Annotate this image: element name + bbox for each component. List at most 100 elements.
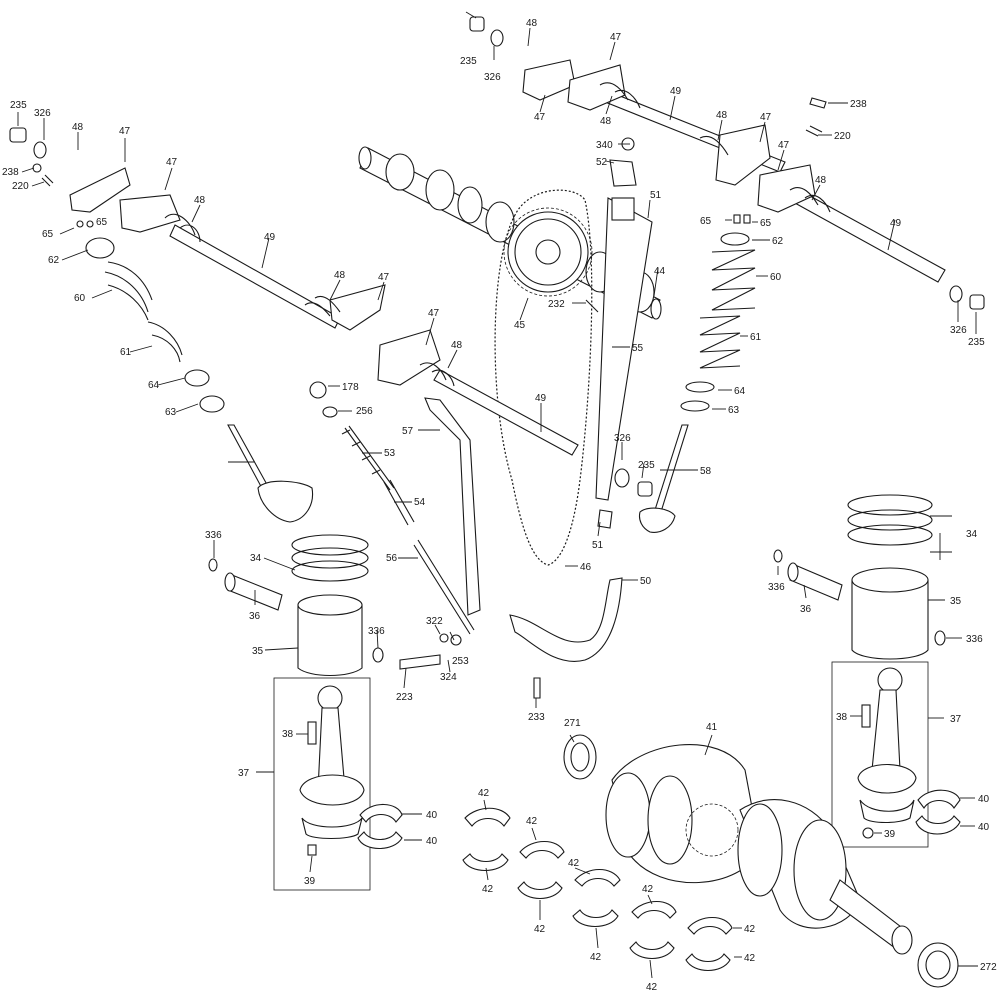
label-340: 340 xyxy=(596,140,613,151)
label-49: 49 xyxy=(264,232,276,243)
rocker-shaft-left-upper xyxy=(69,167,386,331)
label-65: 65 xyxy=(96,217,108,228)
chain-guide xyxy=(595,197,653,529)
label-322: 322 xyxy=(426,616,443,627)
label-62: 62 xyxy=(48,255,60,266)
label-326: 326 xyxy=(484,72,501,83)
label-48: 48 xyxy=(526,18,538,29)
label-238: 238 xyxy=(2,167,19,178)
timing-chain xyxy=(494,189,593,566)
label-64: 64 xyxy=(734,386,746,397)
label-50: 50 xyxy=(640,576,652,587)
label-235: 235 xyxy=(638,460,655,471)
tensioner-pushrod xyxy=(383,479,415,526)
label-47: 47 xyxy=(378,272,390,283)
tensioner-washer xyxy=(322,406,338,418)
label-336: 336 xyxy=(966,634,983,645)
label-65: 65 xyxy=(42,229,54,240)
label-48: 48 xyxy=(815,175,827,186)
leader-lines xyxy=(17,11,978,979)
label-49: 49 xyxy=(890,218,902,229)
label-47: 47 xyxy=(778,140,790,151)
label-256: 256 xyxy=(356,406,373,417)
label-65: 65 xyxy=(700,216,712,227)
label-65: 65 xyxy=(760,218,772,229)
label-48: 48 xyxy=(716,110,728,121)
label-35: 35 xyxy=(950,596,962,607)
label-57: 57 xyxy=(402,426,414,437)
label-42: 42 xyxy=(526,816,538,827)
label-61: 61 xyxy=(750,332,762,343)
connecting-rod-left xyxy=(299,685,365,856)
oil-seals xyxy=(563,734,959,988)
label-326: 326 xyxy=(614,433,631,444)
label-47: 47 xyxy=(760,112,772,123)
label-42: 42 xyxy=(478,788,490,799)
label-253: 253 xyxy=(452,656,469,667)
label-60: 60 xyxy=(74,293,86,304)
label-235: 235 xyxy=(460,56,477,67)
label-41: 41 xyxy=(706,722,718,733)
crankshaft xyxy=(605,743,913,955)
label-47: 47 xyxy=(428,308,440,319)
label-326: 326 xyxy=(950,325,967,336)
label-42: 42 xyxy=(482,884,494,895)
tensioner-rod xyxy=(413,539,475,635)
label-238: 238 xyxy=(850,99,867,110)
cam-sprocket xyxy=(503,207,593,297)
label-40: 40 xyxy=(978,794,990,805)
label-35: 35 xyxy=(252,646,264,657)
label-55: 55 xyxy=(632,343,644,354)
label-47: 47 xyxy=(119,126,131,137)
label-326: 326 xyxy=(34,108,51,119)
label-34: 34 xyxy=(966,529,978,540)
label-47: 47 xyxy=(166,157,178,168)
label-54: 54 xyxy=(414,497,426,508)
label-52: 52 xyxy=(596,157,608,168)
label-48: 48 xyxy=(334,270,346,281)
label-60: 60 xyxy=(770,272,782,283)
chain-guide-lower xyxy=(509,577,623,662)
label-61: 61 xyxy=(120,347,132,358)
label-40: 40 xyxy=(978,822,990,833)
label-49: 49 xyxy=(670,86,682,97)
label-53: 53 xyxy=(384,448,396,459)
label-48: 48 xyxy=(451,340,463,351)
label-62: 62 xyxy=(772,236,784,247)
piston-right xyxy=(773,494,946,660)
label-42: 42 xyxy=(642,884,654,895)
small-hardware xyxy=(9,16,985,699)
label-63: 63 xyxy=(728,405,740,416)
label-47: 47 xyxy=(534,112,546,123)
label-58: 58 xyxy=(700,466,712,477)
rocker-shaft-right-upper xyxy=(522,59,786,186)
label-232: 232 xyxy=(548,299,565,310)
label-39: 39 xyxy=(304,876,316,887)
part-labels: 235 326 48 47 238 220 47 48 65 65 62 60 … xyxy=(2,18,997,993)
label-271: 271 xyxy=(564,718,581,729)
label-42: 42 xyxy=(568,858,580,869)
label-42: 42 xyxy=(744,924,756,935)
label-51: 51 xyxy=(650,190,662,201)
label-45: 45 xyxy=(514,320,526,331)
label-42: 42 xyxy=(744,953,756,964)
label-220: 220 xyxy=(12,181,29,192)
valve-assembly-left xyxy=(85,237,314,523)
label-38: 38 xyxy=(282,729,294,740)
label-48: 48 xyxy=(600,116,612,127)
label-49: 49 xyxy=(535,393,547,404)
label-42: 42 xyxy=(590,952,602,963)
label-40: 40 xyxy=(426,810,438,821)
label-223: 223 xyxy=(396,692,413,703)
tensioner-cap xyxy=(309,381,327,399)
label-44: 44 xyxy=(654,266,666,277)
conrod-frame-left xyxy=(273,677,371,891)
rocker-shaft-left-lower xyxy=(377,329,579,456)
conrod-frame-right xyxy=(831,661,929,848)
rocker-shaft-right-lower xyxy=(757,164,946,283)
label-46: 46 xyxy=(580,562,592,573)
label-235: 235 xyxy=(10,100,27,111)
conrod-bearings xyxy=(357,789,961,850)
label-37: 37 xyxy=(950,714,962,725)
